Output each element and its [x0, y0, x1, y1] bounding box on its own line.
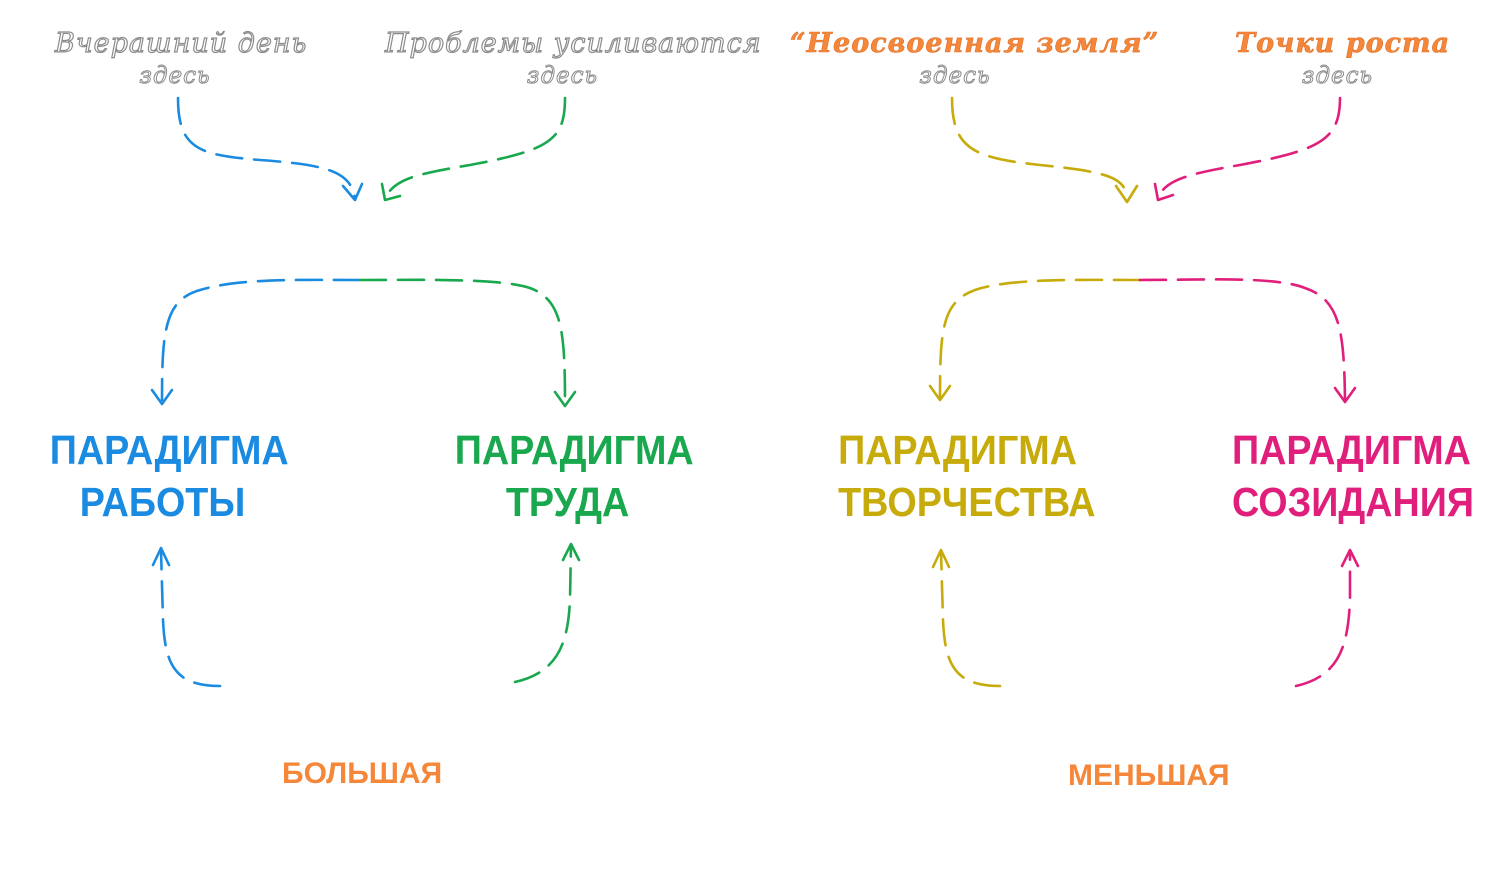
note-undeveloped-sub: здесь	[919, 63, 991, 90]
arrow-growth-to-center	[1153, 96, 1342, 202]
paradigm-labor-line2: ТРУДА	[505, 479, 630, 525]
arrow-bottom-to-labor	[513, 542, 581, 684]
arrow-yesterday-to-center	[176, 96, 364, 202]
label-larger: БОЛЬШАЯ	[282, 757, 443, 790]
paradigm-work-line1: ПАРАДИГМА	[49, 427, 289, 473]
note-yesterday-sub: здесь	[139, 63, 211, 90]
arrow-bottom-to-work	[151, 546, 222, 688]
arrow-split-to-work	[150, 278, 362, 406]
arrow-undeveloped-to-center	[950, 96, 1139, 204]
paradigm-creativity-line1: ПАРАДИГМА	[838, 427, 1077, 473]
paradigm-creativity-line2: ТВОРЧЕСТВА	[838, 479, 1096, 525]
arrow-split-to-creation	[1138, 278, 1357, 404]
note-yesterday-title: Вчерашний день	[54, 27, 308, 59]
note-problems-sub: здесь	[526, 63, 599, 90]
paradigm-work-line2: РАБОТЫ	[79, 479, 246, 525]
arrow-split-to-creativity	[928, 278, 1142, 402]
arrow-bottom-to-creation	[1294, 548, 1360, 688]
paradigm-work: ПАРАДИГМА РАБОТЫ	[49, 424, 289, 528]
paradigm-labor-line1: ПАРАДИГМА	[454, 427, 694, 473]
note-undeveloped: “Неосвоенная земля” здесь	[790, 28, 1159, 92]
paradigm-creation-line2: СОЗИДАНИЯ	[1232, 479, 1474, 525]
note-undeveloped-title: “Неосвоенная земля”	[790, 28, 1160, 60]
note-yesterday: Вчерашний день здесь	[54, 27, 306, 92]
note-problems: Проблемы усиливаются здесь	[384, 27, 761, 92]
label-smaller: МЕНЬШАЯ	[1068, 759, 1230, 792]
paradigm-creation-line1: ПАРАДИГМА	[1232, 427, 1471, 473]
note-growth: Точки роста здесь	[1235, 28, 1450, 92]
note-problems-title: Проблемы усиливаются	[384, 27, 762, 59]
arrow-problems-to-center	[380, 96, 567, 202]
arrow-bottom-to-creativity	[931, 548, 1002, 688]
note-growth-title: Точки роста	[1235, 28, 1451, 60]
arrow-split-to-labor	[358, 278, 577, 408]
paradigm-creativity: ПАРАДИГМА ТВОРЧЕСТВА	[838, 424, 1096, 528]
note-growth-sub: здесь	[1301, 63, 1374, 90]
paradigm-labor: ПАРАДИГМА ТРУДА	[454, 424, 694, 528]
paradigm-creation: ПАРАДИГМА СОЗИДАНИЯ	[1232, 424, 1474, 528]
